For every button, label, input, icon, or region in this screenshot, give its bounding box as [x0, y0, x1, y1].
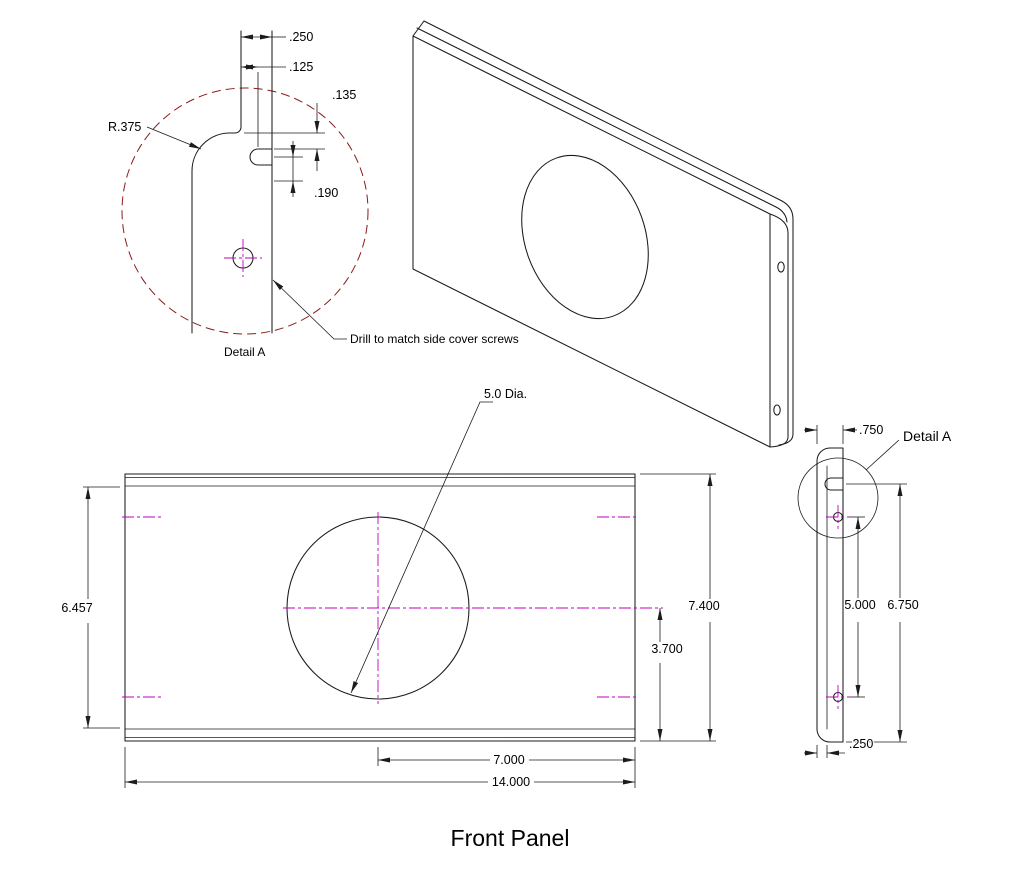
note-leader — [272, 279, 347, 340]
dim-250b-label: .250 — [849, 737, 873, 751]
front-dimensions — [83, 401, 716, 788]
side-dimensions — [804, 425, 907, 758]
front-view: 6.457 7.400 3.700 7.000 14.000 5.0 Dia. — [60, 386, 721, 791]
detail-view-caption: Detail A — [224, 345, 265, 359]
dim-135-label: .135 — [332, 88, 356, 102]
detail-indicator-circle — [797, 457, 879, 539]
iso-edge-hole-top — [777, 261, 785, 273]
detail-a-callout: Detail A — [903, 428, 952, 444]
hole-diameter-leader — [350, 401, 493, 694]
dim-750-label: .750 — [859, 423, 883, 437]
hole-diameter-label: 5.0 Dia. — [484, 387, 527, 401]
dim-190-label: .190 — [314, 186, 338, 200]
iso-panel — [412, 20, 794, 448]
dim-14000-label: 14.000 — [492, 775, 530, 789]
radius-leader — [146, 126, 202, 150]
dim-r375-label: R.375 — [108, 120, 141, 134]
detail-hole-centerlines — [224, 239, 262, 277]
detail-dimensions — [146, 34, 347, 340]
side-centerlines — [826, 505, 850, 709]
detail-callout-leader — [865, 439, 900, 471]
detail-part-outline — [191, 30, 273, 334]
iso-hole-ellipse — [521, 154, 649, 320]
dim-7400-label: 7.400 — [688, 599, 719, 613]
dim-250-label: .250 — [289, 30, 313, 44]
dim-5000-label: 5.000 — [844, 598, 875, 612]
isometric-view — [412, 20, 794, 448]
iso-edge-hole-bottom — [773, 404, 781, 416]
drawing-title: Front Panel — [451, 825, 570, 851]
drill-note: Drill to match side cover screws — [350, 332, 519, 346]
dim-6457-label: 6.457 — [61, 601, 92, 615]
dim-3700-label: 3.700 — [651, 642, 682, 656]
title-block: Front Panel — [449, 824, 570, 853]
dim-125-label: .125 — [289, 60, 313, 74]
side-view: .750 Detail A 5.000 6.750 .250 — [797, 422, 953, 758]
dim-7000-label: 7.000 — [493, 753, 524, 767]
front-panel-outline — [124, 473, 636, 742]
side-panel-outline — [816, 447, 844, 743]
detail-boundary-circle — [121, 87, 369, 335]
detail-view: .250 .125 .135 R.375 .190 Detail A Drill… — [107, 29, 520, 361]
front-centerlines — [122, 512, 663, 704]
dim-6750-label: 6.750 — [887, 598, 918, 612]
